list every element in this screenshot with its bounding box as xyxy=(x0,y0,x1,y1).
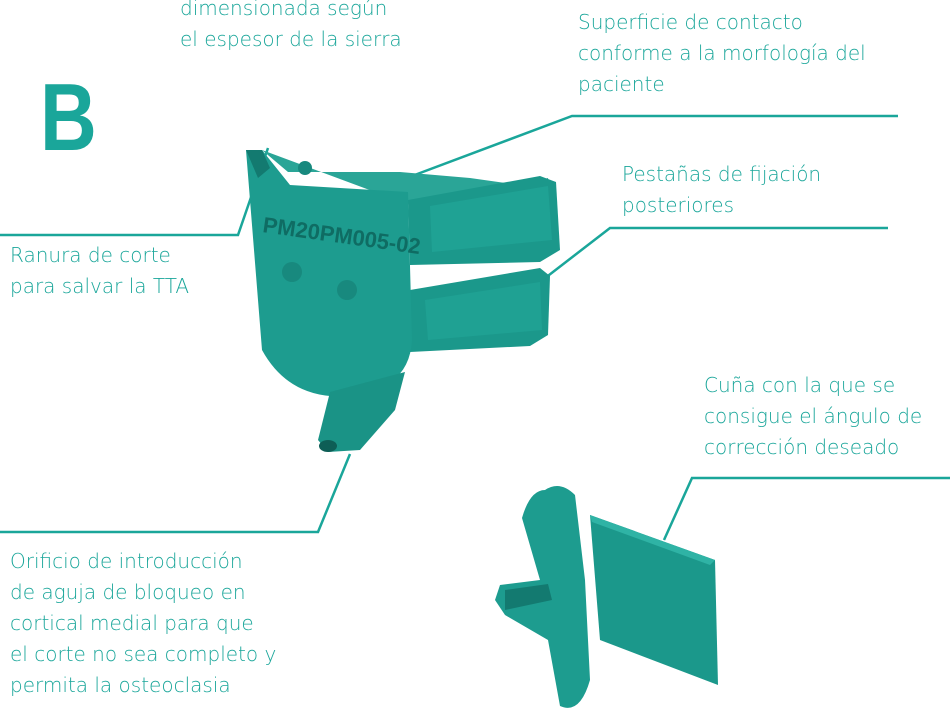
pin-hole-line-2: de aguja de bloqueo en xyxy=(10,580,246,604)
cut-slot-line-2: para salvar la TTA xyxy=(10,274,190,298)
contact-surface-line-1: Superficie de contacto xyxy=(578,10,803,34)
wedge-model xyxy=(495,486,718,708)
panel-letter: B xyxy=(40,64,97,171)
contact-surface-line-2: conforme a la morfología del xyxy=(578,41,866,65)
contact-surface-label: Superficie de contacto conforme a la mor… xyxy=(578,7,866,100)
fixation-tabs-label: Pestañas de fijación posteriores xyxy=(622,159,821,221)
pin-tube xyxy=(318,372,405,452)
cut-slot-label: Ranura de corte para salvar la TTA xyxy=(10,240,189,302)
cutting-guide-model: PM20PM005-02 xyxy=(246,150,560,452)
pin-hole-line-1: Orificio de introducción xyxy=(10,549,243,573)
saw-slot-line-2: el espesor de la sierra xyxy=(180,27,402,51)
leader-cut-slot xyxy=(0,147,270,237)
pin-hole-label: Orificio de introducción de aguja de blo… xyxy=(10,546,276,701)
fixation-tabs-line-1: Pestañas de fijación xyxy=(622,162,822,186)
guide-nub-left xyxy=(282,262,302,282)
leader-pin-hole xyxy=(0,453,352,534)
pin-hole-line-5: permita la osteoclasia xyxy=(10,673,231,697)
wedge-line-1: Cuña con la que se xyxy=(704,373,896,397)
pin-hole-line-4: el corte no sea completo y xyxy=(10,642,277,666)
pin-hole xyxy=(319,440,337,452)
guide-front-face xyxy=(246,150,412,396)
saw-slot-label: dimensionada según el espesor de la sier… xyxy=(180,0,402,55)
leader-wedge xyxy=(662,476,950,541)
leader-contact-surface xyxy=(395,114,898,184)
contact-surface-line-3: paciente xyxy=(578,72,665,96)
wedge-body xyxy=(590,515,718,685)
fixation-tabs-line-2: posteriores xyxy=(622,193,735,217)
cut-slot-line-1: Ranura de corte xyxy=(10,243,171,267)
wedge-line-3: corrección deseado xyxy=(704,435,900,459)
leader-lines xyxy=(0,114,950,541)
saw-slot-line-1: dimensionada según xyxy=(180,0,388,20)
guide-nub-right xyxy=(337,280,357,300)
pin-hole-line-3: cortical medial para que xyxy=(10,611,254,635)
wedge-label: Cuña con la que se consigue el ángulo de… xyxy=(704,370,922,463)
leader-fixation-tabs xyxy=(539,226,888,283)
wedge-line-2: consigue el ángulo de xyxy=(704,404,923,428)
